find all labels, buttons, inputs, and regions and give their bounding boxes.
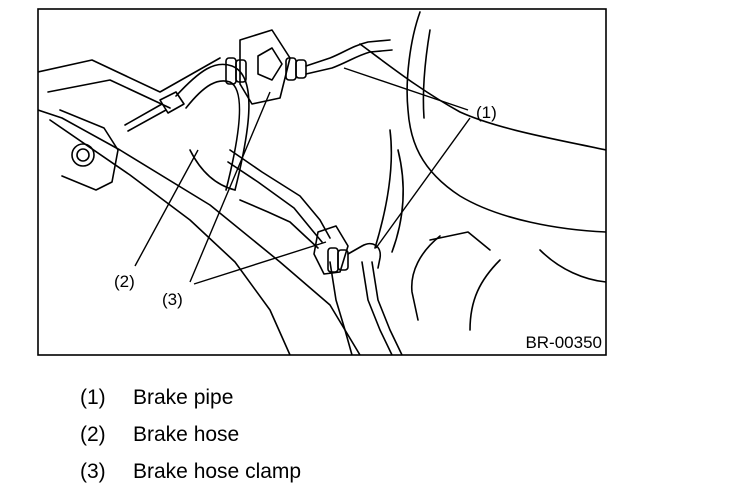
legend-item: (1) Brake pipe xyxy=(80,384,301,421)
legend-item: (2) Brake hose xyxy=(80,421,301,458)
housing-lower-ledge xyxy=(429,231,491,251)
brake-hose xyxy=(175,63,250,191)
legend-number: (2) xyxy=(80,423,106,446)
leader-1-lower xyxy=(375,117,471,249)
lower-clamp-bracket xyxy=(313,225,349,275)
body-panel-outline xyxy=(38,57,221,93)
legend-number: (3) xyxy=(80,460,106,483)
brake-line-run-edge xyxy=(227,161,323,243)
housing-bottom-arc xyxy=(469,259,501,331)
upper-pipe-nut-2 xyxy=(295,59,307,79)
lower-fitting-1 xyxy=(327,247,339,273)
leader-3-lower xyxy=(193,241,327,285)
body-panel-lower-edge xyxy=(38,109,361,355)
housing-wall xyxy=(422,29,431,119)
upper-brake-pipe xyxy=(305,39,391,67)
housing-inner-arc xyxy=(406,11,606,233)
body-panel-edge xyxy=(47,79,171,109)
legend-list: (1) Brake pipe (2) Brake hose (3) Brake hos… xyxy=(80,384,301,495)
callout-2: (2) xyxy=(114,272,135,291)
lower-line-left xyxy=(329,261,353,355)
figure-code: BR-00350 xyxy=(525,333,602,352)
brake-line-lower xyxy=(239,199,319,249)
legend-number: (1) xyxy=(80,386,106,409)
housing-side-line xyxy=(539,249,606,283)
leader-lines xyxy=(134,67,471,285)
housing-rim xyxy=(374,129,393,249)
left-pipe-edge xyxy=(127,109,167,132)
lower-fitting-2 xyxy=(337,249,349,271)
leader-2 xyxy=(134,149,199,267)
body-panel-inner-line xyxy=(49,119,291,355)
housing-lower-edge xyxy=(410,235,441,321)
housing-rim-2 xyxy=(391,149,404,253)
lower-brake-pipe xyxy=(361,261,393,355)
brake-line-diagram: (1) (2) (3) BR-00350 xyxy=(37,8,607,356)
upper-clamp-nut xyxy=(257,47,283,81)
bracket-bolt-hole xyxy=(71,143,95,167)
housing-outline xyxy=(359,43,606,151)
brake-line-run xyxy=(229,149,331,239)
figure-frame xyxy=(37,8,607,356)
left-pipe xyxy=(124,103,163,126)
upper-hose-fitting-2 xyxy=(235,59,247,83)
leader-3-upper xyxy=(189,91,271,283)
leader-1-upper xyxy=(343,67,469,111)
lower-brake-pipe-edge xyxy=(371,261,403,355)
legend-label: Brake pipe xyxy=(133,386,234,409)
diagram-drawing xyxy=(38,11,606,355)
callout-1: (1) xyxy=(476,103,497,122)
legend-label: Brake hose clamp xyxy=(133,460,302,483)
callout-3: (3) xyxy=(162,290,183,309)
legend-label: Brake hose xyxy=(133,423,240,446)
left-fitting xyxy=(159,91,185,114)
upper-hose-fitting-1 xyxy=(225,57,237,85)
legend-item: (3) Brake hose clamp xyxy=(80,458,301,495)
upper-clamp-bracket xyxy=(239,29,291,105)
bracket-bolt-hole-inner xyxy=(76,148,90,162)
mounting-bracket xyxy=(59,109,119,191)
brake-hose-inner xyxy=(185,80,241,191)
